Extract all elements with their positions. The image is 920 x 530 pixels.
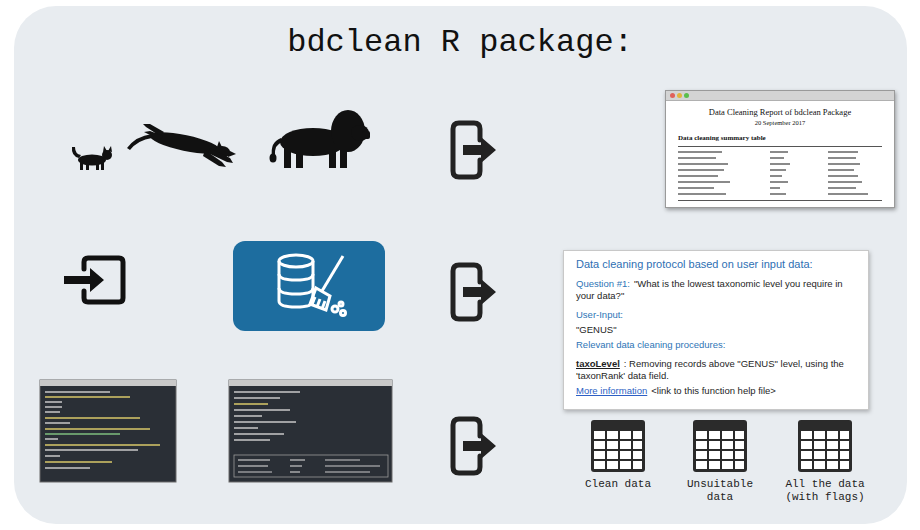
table-cell-line: [828, 151, 858, 153]
table-cell-line: [828, 175, 858, 177]
table-cell-line: [828, 157, 856, 159]
table-cell-line: [770, 175, 782, 177]
protocol-box: Data cleaning protocol based on user inp…: [563, 250, 869, 410]
background-panel: [14, 6, 907, 524]
text-line: Data cleaning protocol based on user inp…: [576, 258, 856, 271]
table-cell-line: [678, 163, 728, 165]
function-name: taxoLevel: [576, 358, 620, 369]
text-line: Question #1:"What is the lowest taxonomi…: [576, 278, 856, 302]
table-icon: [591, 420, 645, 472]
table-cell-line: [770, 187, 780, 189]
summary-table: [678, 146, 882, 201]
table-cell-line: [828, 181, 862, 183]
report-screenshot: Data Cleaning Report of bdclean Package 2…: [665, 90, 895, 208]
cheetah-silhouette: [127, 124, 236, 167]
table-cell-line: [828, 187, 856, 189]
table-icon: [798, 420, 852, 472]
table-row: [678, 174, 882, 179]
window-button: [684, 93, 689, 98]
input-value: "GENUS": [576, 324, 617, 335]
text-line: Relevant data cleaning procedures:: [576, 339, 856, 351]
table-cell-line: [678, 175, 718, 177]
link-note: <link to this function help file>: [651, 385, 776, 396]
table-cell-line: [770, 151, 788, 153]
text-line: taxoLevel: Removing records above "GENUS…: [576, 358, 856, 382]
window-button: [670, 93, 675, 98]
table-row: [678, 156, 882, 161]
procedures-label: Relevant data cleaning procedures:: [576, 339, 725, 350]
cat-silhouette: [72, 146, 112, 170]
report-date: 20 September 2017: [678, 119, 882, 126]
window-title-bar: [666, 91, 894, 101]
table-cell-line: [678, 193, 726, 195]
text-line: User-Input:: [576, 309, 856, 321]
window-button: [677, 93, 682, 98]
diagram-title: bdclean R package:: [0, 24, 920, 61]
report-subheading: Data cleaning summary table: [678, 134, 882, 142]
table-row: [678, 162, 882, 167]
table-cell-line: [828, 163, 860, 165]
table-cell-line: [828, 169, 854, 171]
table-row: [678, 186, 882, 191]
help-link: More information: [576, 385, 647, 396]
table-caption: Clean data: [573, 478, 663, 491]
table-row: [678, 168, 882, 173]
table-cell-line: [770, 169, 786, 171]
table-cell-line: [770, 157, 784, 159]
table-cell-line: [770, 181, 788, 183]
table-row: [678, 150, 882, 155]
table-cell-line: [678, 157, 716, 159]
table-cell-line: [678, 169, 724, 171]
table-cell-line: [770, 193, 786, 195]
report-heading: Data Cleaning Report of bdclean Package: [678, 107, 882, 117]
table-caption: Unsuitable data: [675, 478, 765, 504]
text-line: "GENUS": [576, 324, 856, 336]
terminal-screenshot: [229, 380, 392, 482]
terminal-screenshot: [40, 380, 176, 482]
export-icon: [453, 123, 496, 177]
export-icon: [453, 419, 496, 473]
report-body: Data Cleaning Report of bdclean Package 2…: [666, 101, 894, 207]
table-cell-line: [678, 181, 730, 183]
input-icon: [64, 258, 123, 302]
export-icon: [453, 265, 496, 319]
text-line: More information <link to this function h…: [576, 385, 856, 397]
table-cell-line: [678, 151, 722, 153]
database-clean-icon: [233, 241, 385, 331]
protocol-heading: Data cleaning protocol based on user inp…: [576, 258, 813, 270]
table-cell-line: [828, 193, 868, 195]
input-label: User-Input:: [576, 309, 623, 320]
table-row: [678, 192, 882, 197]
lion-silhouette: [270, 110, 371, 168]
table-cell-line: [770, 163, 790, 165]
table-caption: All the data (with flags): [780, 478, 870, 504]
table-icon: [693, 420, 747, 472]
question-label: Question #1:: [576, 278, 630, 289]
table-cell-line: [678, 187, 714, 189]
table-row: [678, 180, 882, 185]
